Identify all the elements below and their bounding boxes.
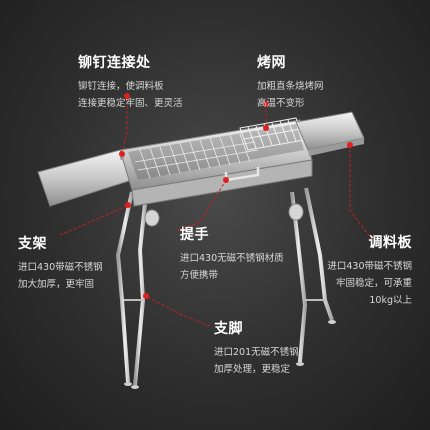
callout-seasoning-board-line-1: 进口430带磁不锈钢 [327, 261, 412, 272]
callout-rivet-line-2: 连接更稳定牢固、更灵活 [78, 98, 183, 109]
handle [224, 167, 260, 182]
callout-rivet-desc: 铆钉连接，使调料板 连接更稳定牢固、更灵活 [78, 78, 183, 112]
callout-stand-desc: 进口430带磁不锈钢 加大加厚，更牢固 [18, 259, 103, 293]
callout-handle: 提手 进口430无磁不锈钢材质 方便携带 [180, 224, 284, 284]
callout-seasoning-board: 调料板 进口430带磁不锈钢 牢固稳定，可承重 10kg以上 [327, 232, 412, 309]
callout-stand: 支架 进口430带磁不锈钢 加大加厚，更牢固 [18, 233, 103, 293]
callout-legs-title: 支脚 [214, 321, 243, 337]
left-seasoning-board [37, 149, 133, 207]
callout-seasoning-board-line-2: 牢固稳定，可承重 [335, 278, 412, 289]
callout-grill-net-line-2: 高温不变形 [257, 98, 305, 109]
callout-grill-net-title: 烤网 [257, 55, 286, 71]
callout-legs-desc: 进口201无磁不锈钢 加厚处理，更稳定 [214, 344, 299, 378]
callout-legs: 支脚 进口201无磁不锈钢 加厚处理，更稳定 [214, 318, 299, 378]
callout-grill-net-line-1: 加粗直条烧烤网 [257, 81, 324, 92]
callout-handle-line-1: 进口430无磁不锈钢材质 [180, 253, 284, 264]
callout-rivet: 铆钉连接处 铆钉连接，使调料板 连接更稳定牢固、更灵活 [78, 52, 183, 112]
callout-rivet-title: 铆钉连接处 [78, 55, 151, 71]
grill-net [134, 133, 259, 179]
callout-seasoning-board-desc: 进口430带磁不锈钢 牢固稳定，可承重 10kg以上 [327, 258, 412, 309]
callout-handle-line-2: 方便携带 [180, 270, 219, 281]
callout-legs-line-2: 加厚处理，更稳定 [214, 364, 291, 375]
callout-grill-net: 烤网 加粗直条烧烤网 高温不变形 [257, 52, 324, 112]
callout-seasoning-board-title: 调料板 [368, 235, 412, 251]
callout-stand-line-2: 加大加厚，更牢固 [18, 279, 95, 290]
callout-seasoning-board-line-3: 10kg以上 [369, 295, 412, 306]
callout-stand-title: 支架 [18, 236, 47, 252]
callout-legs-line-1: 进口201无磁不锈钢 [214, 347, 299, 358]
callout-grill-net-desc: 加粗直条烧烤网 高温不变形 [257, 78, 324, 112]
callout-handle-desc: 进口430无磁不锈钢材质 方便携带 [180, 250, 284, 284]
callout-handle-title: 提手 [180, 227, 209, 243]
callout-stand-line-1: 进口430带磁不锈钢 [18, 262, 103, 273]
callout-rivet-line-1: 铆钉连接，使调料板 [78, 81, 164, 92]
callout-leaders [59, 93, 373, 327]
grill-legs [115, 187, 334, 386]
